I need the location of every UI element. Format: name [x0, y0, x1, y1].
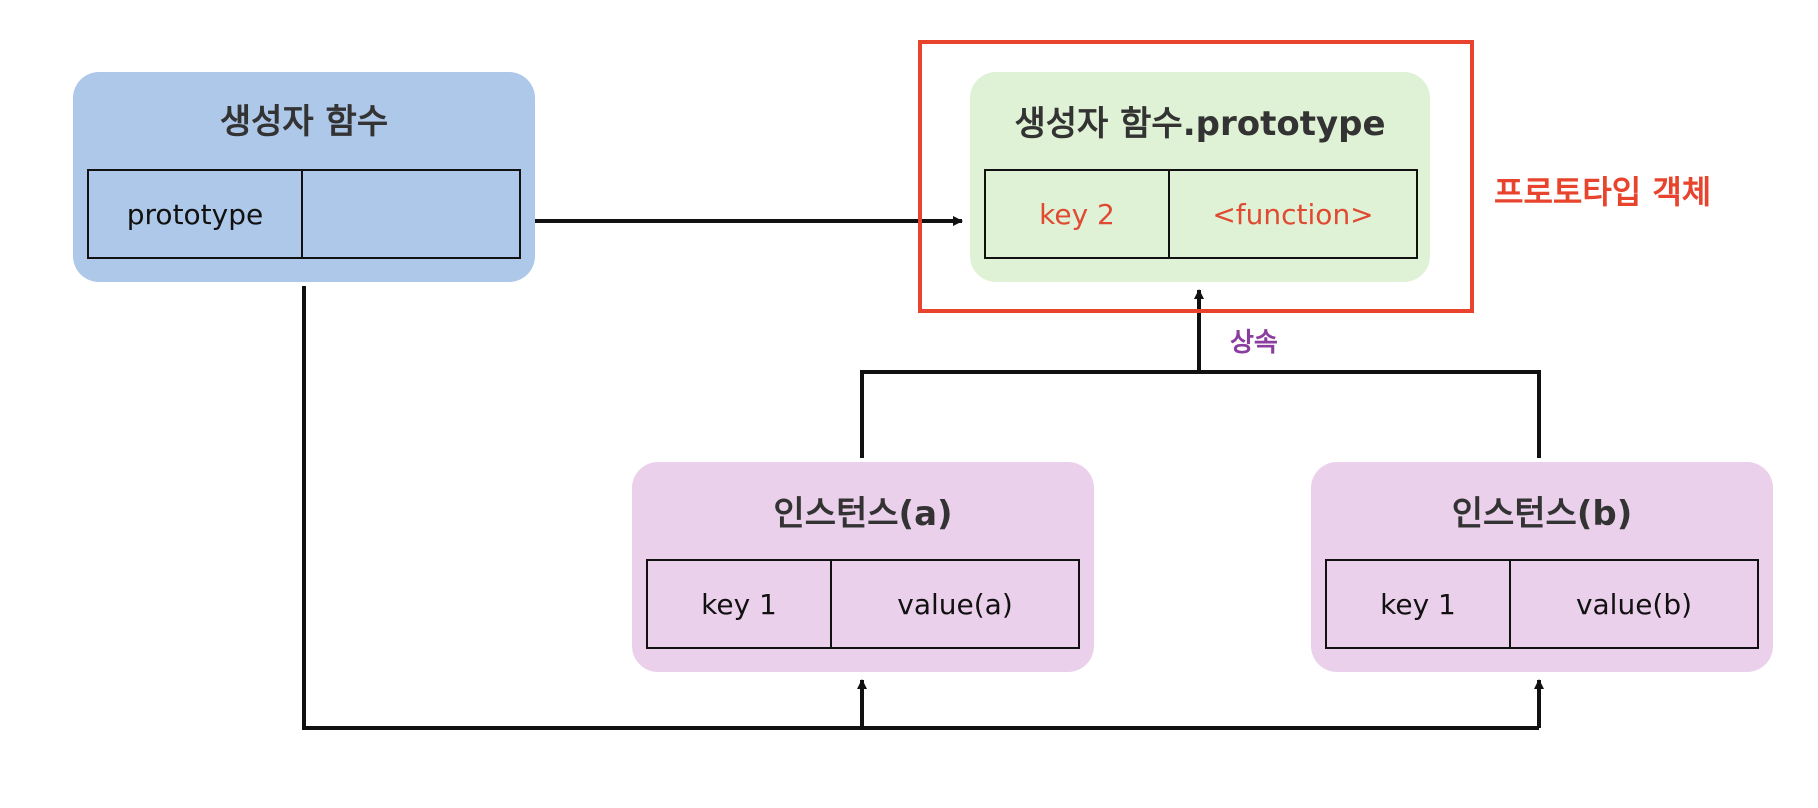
instance-b-key: key 1 [1380, 587, 1456, 621]
instance-a-value: value(a) [830, 561, 1078, 647]
constructor-prototype-key: prototype [126, 197, 264, 231]
instance-a-key: key 1 [701, 587, 777, 621]
instance-b-property-row: key 1 value(b) [1325, 559, 1759, 649]
prototype-object-highlight-frame [918, 40, 1474, 313]
constructor-function-box: 생성자 함수 prototype [73, 72, 535, 282]
prototype-object-caption: 프로토타입 객체 [1494, 173, 1712, 211]
inheritance-line [860, 370, 1541, 458]
instance-b-box: 인스턴스(b) key 1 value(b) [1311, 462, 1773, 672]
instance-a-title: 인스턴스(a) [773, 494, 953, 534]
constructor-prototype-value [301, 171, 519, 257]
instance-a-property-row: key 1 value(a) [646, 559, 1080, 649]
instance-b-value: value(b) [1509, 561, 1757, 647]
prototype-value: <function> [1168, 171, 1416, 257]
inheritance-label: 상속 [1230, 328, 1278, 358]
prototype-object-box: 생성자 함수.prototype key 2 <function> [970, 72, 1430, 282]
instance-a-box: 인스턴스(a) key 1 value(a) [632, 462, 1094, 672]
constructor-creates-line [302, 286, 1539, 730]
constructor-property-row: prototype [87, 169, 521, 259]
prototype-property-row: key 2 <function> [984, 169, 1418, 259]
prototype-key: key 2 [1039, 197, 1115, 231]
constructor-title: 생성자 함수 [219, 102, 389, 142]
prototype-object-title: 생성자 함수.prototype [1014, 104, 1386, 144]
instance-b-title: 인스턴스(b) [1451, 494, 1633, 534]
